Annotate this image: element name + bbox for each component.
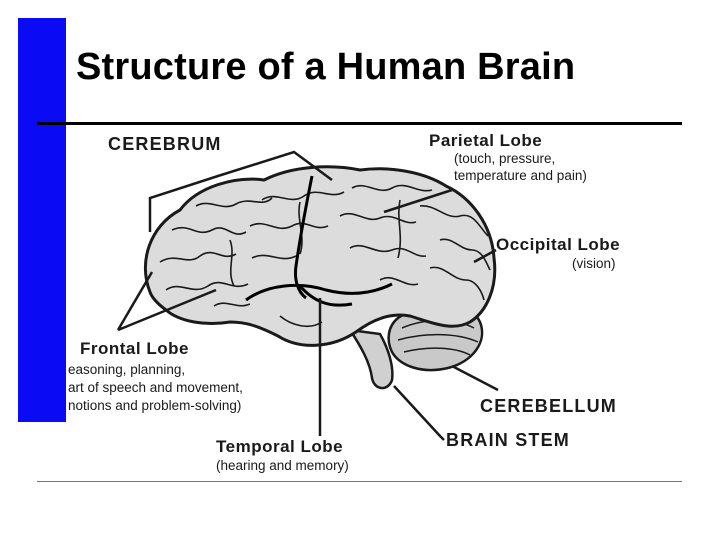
label-brain-stem: BRAIN STEM: [446, 430, 570, 450]
brain-stem-shape: [347, 328, 394, 390]
slide-title: Structure of a Human Brain: [76, 46, 576, 88]
label-temporal-lobe: Temporal Lobe: [216, 437, 343, 456]
label-occipital-desc: (vision): [572, 256, 616, 271]
major-sulci: [245, 175, 393, 307]
label-parietal-desc-2: temperature and pain): [454, 168, 587, 183]
label-parietal-desc-1: (touch, pressure,: [454, 151, 555, 166]
title-divider: [37, 122, 682, 125]
label-parietal-lobe: Parietal Lobe: [429, 131, 542, 150]
label-temporal-desc: (hearing and memory): [216, 458, 349, 473]
blue-accent-bar: [18, 18, 66, 422]
brain-folds: [159, 184, 491, 328]
label-frontal-lobe: Frontal Lobe: [80, 339, 189, 358]
label-frontal-desc-2: art of speech and movement,: [68, 380, 243, 395]
leader-lines: [116, 150, 499, 441]
label-occipital-lobe: Occipital Lobe: [496, 235, 620, 254]
label-cerebellum: CEREBELLUM: [480, 396, 617, 416]
label-frontal-desc-3: notions and problem-solving): [68, 398, 241, 413]
label-cerebrum: CEREBRUM: [108, 134, 222, 154]
cerebrum-shape: [143, 165, 497, 347]
bottom-divider: [37, 481, 682, 482]
label-frontal-desc-1: easoning, planning,: [68, 362, 185, 377]
